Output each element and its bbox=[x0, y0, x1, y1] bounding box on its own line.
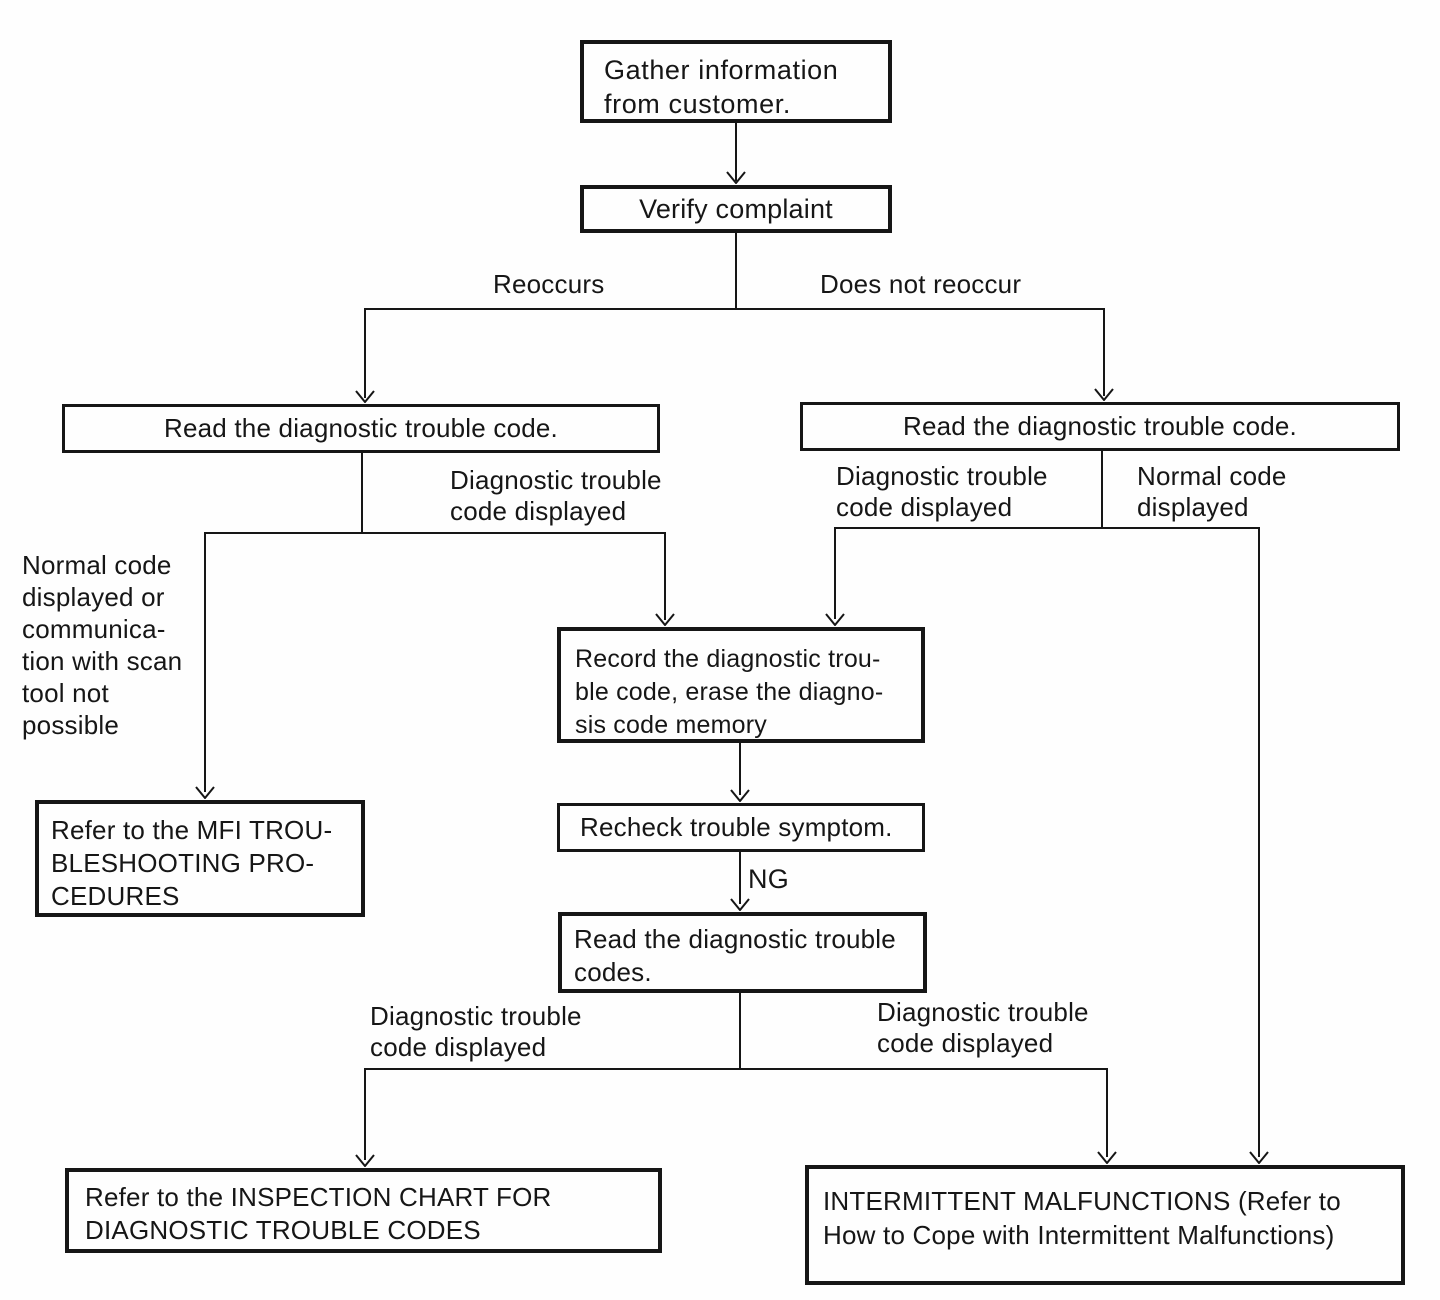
edge-label-dtc-displayed-bottom-left: Diagnostic trouble code displayed bbox=[370, 1001, 582, 1062]
connector-line bbox=[834, 527, 836, 619]
connector-line bbox=[834, 527, 1260, 529]
connector-line bbox=[364, 308, 366, 398]
edge-label-dtc-displayed-bottom-right: Diagnostic trouble code displayed bbox=[877, 997, 1089, 1058]
arrow-down-icon bbox=[1093, 388, 1115, 401]
connector-line bbox=[204, 532, 206, 792]
connector-line bbox=[739, 743, 741, 795]
edge-label-does-not-reoccur: Does not reoccur bbox=[820, 269, 1022, 299]
connector-line bbox=[1258, 527, 1260, 1157]
connector-line bbox=[739, 852, 741, 904]
connector-line bbox=[361, 453, 363, 534]
connector-line bbox=[1106, 1068, 1108, 1157]
connector-line bbox=[1101, 450, 1103, 529]
arrow-down-icon bbox=[354, 1154, 376, 1167]
flow-node-refer-inspection-chart: Refer to the INSPECTION CHART FOR DIAGNO… bbox=[65, 1168, 662, 1253]
arrow-down-icon bbox=[1096, 1151, 1118, 1164]
arrow-down-icon bbox=[194, 786, 216, 799]
edge-label-normal-code-displayed: Normal code displayed bbox=[1137, 461, 1287, 522]
flow-node-gather-info: Gather information from customer. bbox=[580, 40, 892, 123]
arrow-down-icon bbox=[354, 390, 376, 403]
arrow-down-icon bbox=[729, 898, 751, 911]
arrow-down-icon bbox=[1248, 1151, 1270, 1164]
edge-label-ng: NG bbox=[748, 864, 789, 894]
connector-line bbox=[735, 233, 737, 309]
connector-line bbox=[739, 993, 741, 1070]
flow-node-recheck-symptom: Recheck trouble symptom. bbox=[557, 803, 925, 852]
flow-node-read-dtc-right: Read the diagnostic trouble code. bbox=[800, 402, 1400, 451]
edge-label-dtc-displayed-left: Diagnostic trouble code displayed bbox=[450, 465, 662, 526]
connector-line bbox=[735, 123, 737, 181]
flow-node-read-dtc-codes: Read the diagnostic trouble codes. bbox=[558, 912, 927, 993]
flow-node-intermittent-malfunctions: INTERMITTENT MALFUNCTIONS (Refer to How … bbox=[805, 1165, 1405, 1285]
connector-line bbox=[1103, 308, 1105, 396]
flow-node-record-erase-code: Record the diagnostic trou- ble code, er… bbox=[557, 627, 925, 743]
edge-label-normal-code-or-no-communication: Normal code displayed or communica- tion… bbox=[22, 550, 183, 740]
connector-line bbox=[364, 1068, 366, 1160]
arrow-down-icon bbox=[824, 613, 846, 626]
arrow-down-icon bbox=[654, 613, 676, 626]
flow-node-refer-mfi-procedures: Refer to the MFI TROU- BLESHOOTING PRO- … bbox=[35, 800, 365, 917]
arrow-down-icon bbox=[725, 171, 747, 184]
connector-line bbox=[364, 308, 1105, 310]
edge-label-dtc-displayed-right: Diagnostic trouble code displayed bbox=[836, 461, 1048, 522]
flow-node-read-dtc-left: Read the diagnostic trouble code. bbox=[62, 404, 660, 453]
arrow-down-icon bbox=[729, 789, 751, 802]
flow-node-verify-complaint: Verify complaint bbox=[580, 185, 892, 233]
connector-line bbox=[364, 1068, 1108, 1070]
connector-line bbox=[664, 532, 666, 620]
edge-label-reoccurs: Reoccurs bbox=[493, 269, 605, 299]
connector-line bbox=[204, 532, 666, 534]
